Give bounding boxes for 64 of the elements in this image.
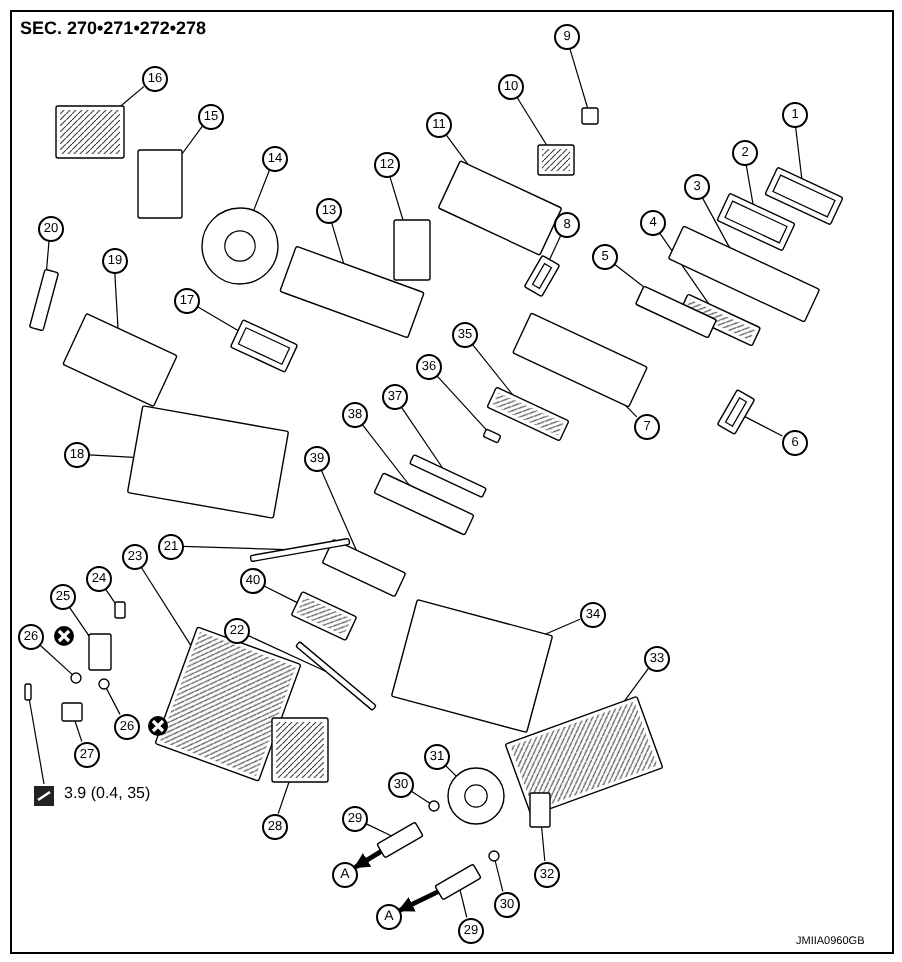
- leader-line: [795, 126, 803, 179]
- bracket-part: [529, 792, 551, 828]
- o-ring: [70, 672, 82, 684]
- leader-line: [569, 47, 589, 109]
- leader-line: [331, 221, 345, 264]
- spring-part: [482, 428, 502, 444]
- bell-mouth-part: [137, 149, 183, 219]
- leader-line: [182, 545, 286, 551]
- bracket-part: [271, 717, 329, 783]
- leader-line: [253, 169, 270, 212]
- leader-line: [545, 618, 581, 635]
- bracket-part: [581, 107, 599, 125]
- leader-line: [105, 687, 121, 715]
- leader-line: [365, 823, 392, 837]
- leader-line: [28, 699, 45, 785]
- leader-line: [361, 423, 410, 486]
- plate-part: [393, 219, 431, 281]
- leader-line: [114, 272, 119, 329]
- leader-line: [277, 781, 290, 815]
- leader-line: [389, 175, 404, 221]
- leader-line: [263, 585, 298, 604]
- leader-line: [436, 375, 487, 431]
- leader-line: [320, 469, 357, 551]
- leader-line: [624, 667, 649, 702]
- leader-line: [549, 235, 562, 261]
- torque-value: 3.9 (0.4, 35): [64, 784, 151, 802]
- gasket: [716, 192, 796, 252]
- leader-line: [701, 196, 730, 248]
- blower-fan: [55, 105, 125, 159]
- leader-line: [68, 606, 90, 637]
- leader-line: [744, 416, 783, 437]
- leader-line: [120, 85, 145, 107]
- leader-line: [516, 96, 548, 146]
- o-ring: [428, 800, 440, 812]
- expansion-valve: [447, 767, 505, 825]
- leader-line: [74, 720, 83, 743]
- leader-line: [104, 588, 116, 604]
- block-part: [61, 702, 83, 722]
- leader-line: [745, 164, 754, 205]
- section-title: SEC. 270•271•272•278: [20, 18, 207, 38]
- screw: [24, 683, 32, 701]
- leader-line: [46, 240, 50, 271]
- leader-line: [613, 263, 645, 288]
- actuator-motor: [537, 144, 575, 176]
- leader-line: [181, 125, 203, 155]
- leader-line: [247, 634, 327, 672]
- leader-line: [39, 644, 73, 676]
- leader-line: [196, 306, 239, 332]
- block-part: [88, 633, 112, 671]
- arrow: [397, 889, 440, 913]
- leader-line: [471, 343, 514, 396]
- leader-line: [140, 566, 192, 646]
- leader-line: [494, 860, 504, 892]
- o-ring: [98, 678, 110, 690]
- o-ring: [488, 850, 500, 862]
- leader-line: [459, 889, 468, 918]
- leader-line: [410, 790, 431, 804]
- arrow: [353, 849, 383, 870]
- leader-line: [445, 133, 469, 165]
- leader-line: [400, 406, 444, 469]
- fan-scroll: [201, 207, 279, 285]
- clip-part: [114, 601, 126, 619]
- leader-line: [88, 454, 135, 458]
- leader-line: [541, 826, 546, 862]
